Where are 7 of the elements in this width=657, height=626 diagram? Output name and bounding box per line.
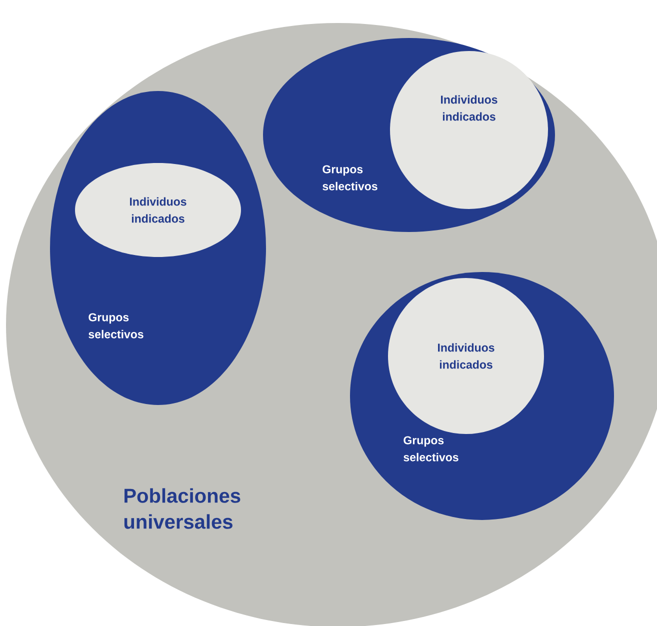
region-label: Individuos indicados (438, 343, 494, 369)
region-label: Grupos selectivos (322, 165, 378, 190)
region-label: Individuos indicados (130, 197, 186, 223)
region-label: Grupos selectivos (88, 313, 144, 338)
region-label: Poblaciones universales (124, 488, 240, 529)
region-label: Grupos selectivos (404, 436, 458, 462)
region-label: Individuos indicados (441, 95, 498, 121)
